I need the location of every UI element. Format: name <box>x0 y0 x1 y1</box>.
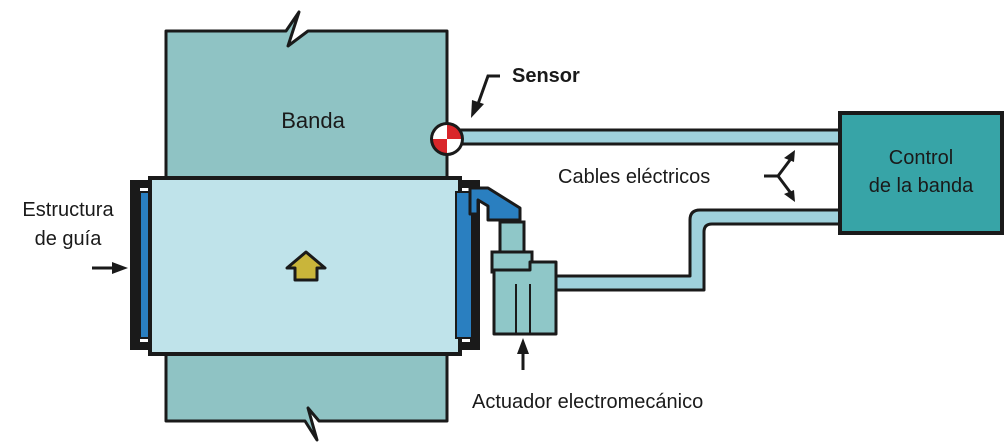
sensor-cable <box>458 128 842 146</box>
cables-label: Cables eléctricos <box>558 166 710 188</box>
cables-pointer <box>764 150 795 202</box>
guide-structure-label-line2: de guía <box>35 228 103 250</box>
guide-structure-pointer <box>92 262 128 274</box>
control-label-line2: de la banda <box>869 175 974 197</box>
sensor-label: Sensor <box>512 65 580 87</box>
sensor <box>430 122 464 156</box>
sensor-pointer <box>471 74 500 118</box>
actuator-label: Actuador electromecánico <box>472 391 703 413</box>
direction-arrow-icon <box>285 250 327 282</box>
actuator-cable <box>554 208 842 292</box>
actuator-pointer <box>517 338 529 370</box>
belt-label: Banda <box>281 108 345 133</box>
guide-structure-label-line1: Estructura <box>22 199 114 221</box>
control-box <box>838 111 1004 235</box>
electromechanical-actuator <box>490 220 558 336</box>
guide-frame-right-blue <box>455 191 473 339</box>
guide-frame-left <box>130 180 152 350</box>
guide-frame-right-outer <box>458 180 480 350</box>
control-label-line1: Control <box>889 147 953 169</box>
actuator-arm <box>468 186 522 222</box>
